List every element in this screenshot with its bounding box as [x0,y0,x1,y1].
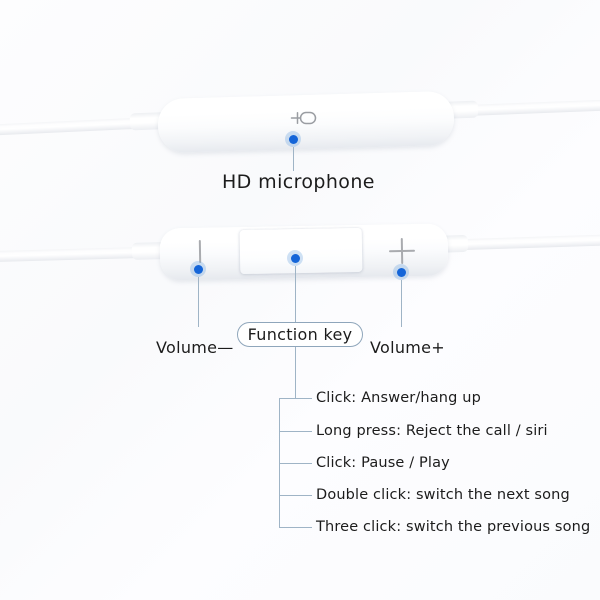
label-hd-microphone: HD microphone [222,171,375,193]
leader-line-microphone [292,147,295,171]
instructions-bracket-tick [278,397,312,400]
leader-line-volume-down [197,277,200,327]
instructions-bracket-tick [278,462,312,465]
leader-line-function-key [294,266,297,322]
instructions-bracket-tick [278,494,312,497]
instructions-bracket-tick [278,526,312,529]
function-key-button[interactable] [239,227,363,275]
label-volume-down: Volume— [156,338,234,357]
instruction-item: Click: Answer/hang up [316,390,481,406]
instructions-bracket-tick [278,430,312,433]
instruction-item: Three click: switch the previous song [316,519,591,535]
volume-down-icon[interactable] [198,239,201,264]
label-volume-up: Volume+ [370,338,446,357]
leader-line-volume-up [400,280,403,327]
callout-dot-function-key[interactable] [287,250,303,266]
instruction-item: Click: Pause / Play [316,455,450,471]
callout-dot-volume-up[interactable] [393,264,409,280]
leader-line-instructions-drop [294,347,297,398]
microphone-icon [283,108,319,128]
instruction-item: Long press: Reject the call / siri [316,423,548,439]
label-function-key: Function key [237,322,363,347]
callout-dot-microphone[interactable] [285,131,301,147]
instruction-item: Double click: switch the next song [316,487,570,503]
callout-dot-volume-down[interactable] [190,261,206,277]
